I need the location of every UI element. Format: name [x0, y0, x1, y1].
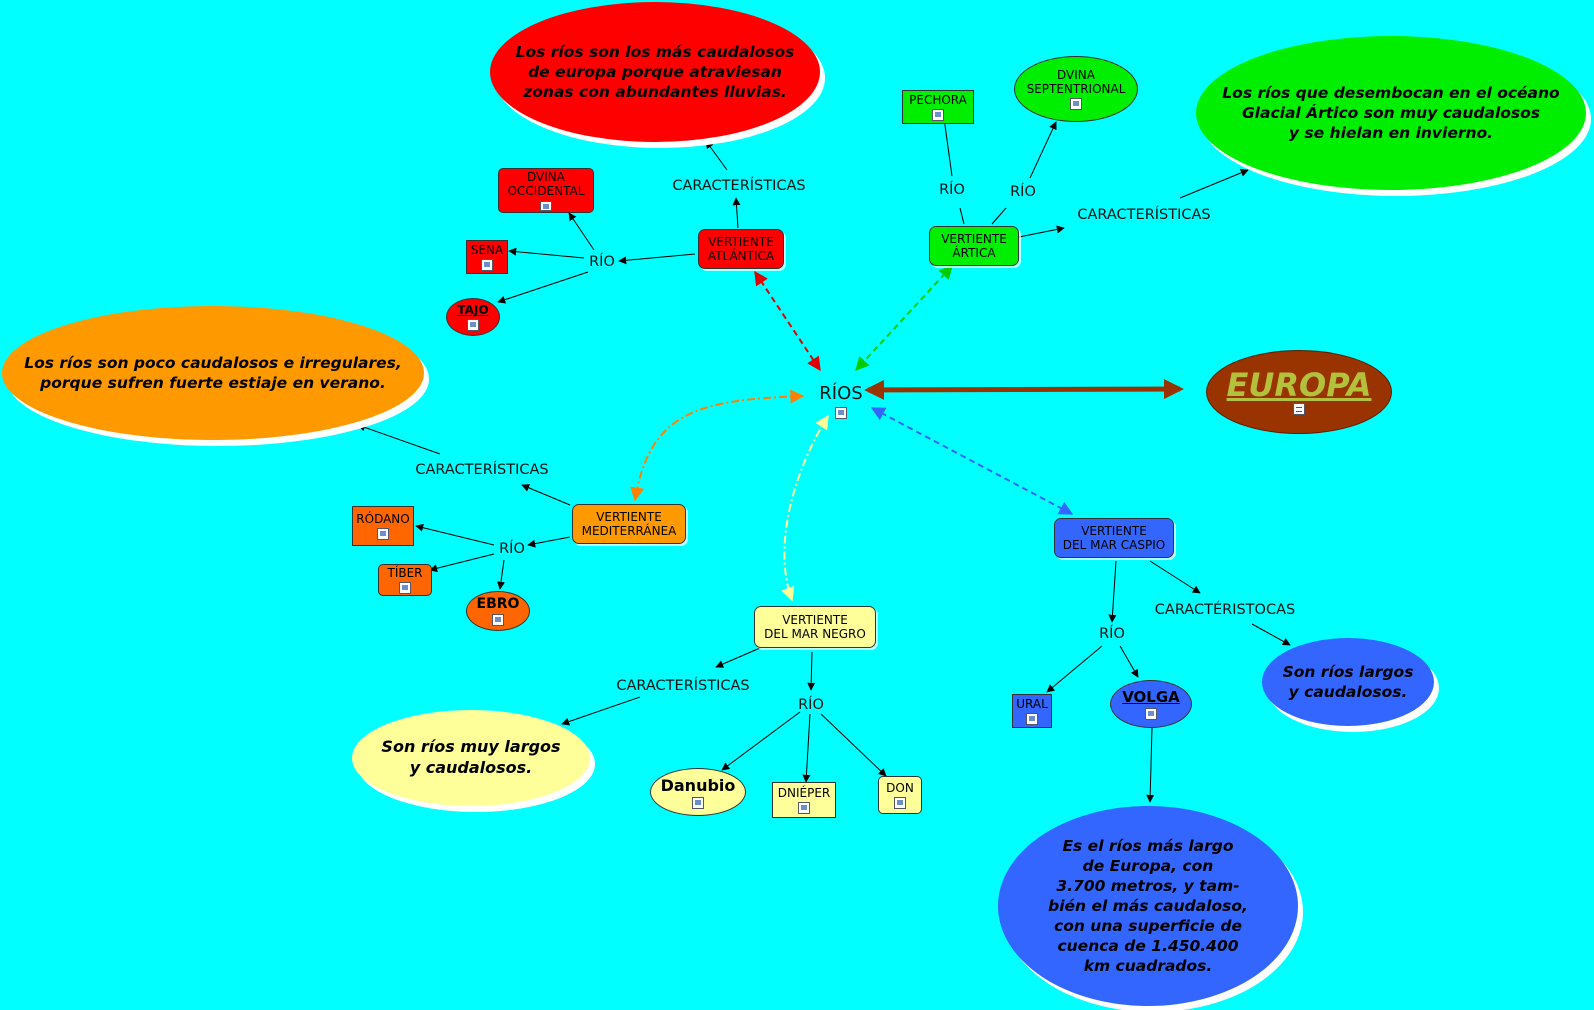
mediterranea-rio-text: RÍO	[499, 541, 525, 558]
negro-description-text: Son ríos muy largos y caudalosos.	[381, 737, 561, 777]
river-dvina-septentrional-label: DVINA SEPTENTRIONAL	[1026, 67, 1126, 96]
river-dvina-occidental-label: DVINA OCCIDENTAL	[507, 170, 585, 199]
image-icon[interactable]	[540, 200, 552, 211]
river-volga-label: VOLGA	[1122, 688, 1180, 706]
atlantica-caracteristicas-label: CARACTERÍSTICAS	[660, 176, 818, 198]
image-icon[interactable]	[492, 614, 504, 626]
europa-title: EUROPA	[1226, 366, 1372, 404]
atlantica-caracteristicas-text: CARACTERÍSTICAS	[672, 178, 806, 195]
negro-rio-label: RÍO	[793, 695, 829, 717]
mediterranea-description-bubble: Los ríos son poco caudalosos e irregular…	[2, 306, 424, 440]
atlantica-rio-label: RÍO	[584, 252, 620, 274]
river-ural[interactable]: URAL	[1012, 694, 1052, 728]
vertiente-mediterranea-label: VERTIENTE MEDITERRÁNEA	[581, 509, 677, 538]
rios-title: RÍOS	[819, 383, 863, 405]
river-tiber[interactable]: TÍBER	[378, 564, 432, 596]
river-sena[interactable]: SENA	[466, 240, 508, 274]
artica-caracteristicas-label: CARACTERÍSTICAS	[1064, 205, 1224, 227]
river-sena-label: SENA	[470, 242, 504, 257]
image-icon[interactable]	[1070, 98, 1082, 111]
river-ebro-label: EBRO	[476, 596, 520, 612]
artica-description-text: Los ríos que desembocan en el océano Gla…	[1222, 83, 1560, 143]
volga-description-bubble: Es el ríos más largo de Europa, con 3.70…	[998, 806, 1298, 1006]
atlantica-rio-text: RÍO	[589, 254, 615, 271]
image-icon[interactable]	[894, 797, 906, 810]
vertiente-artica-node[interactable]: VERTIENTE ÁRTICA	[929, 226, 1019, 266]
artica-rio-text-1: RÍO	[939, 182, 965, 199]
atlantica-description-text: Los ríos son los más caudalosos de europ…	[515, 42, 795, 102]
negro-caracteristicas-text: CARACTERÍSTICAS	[616, 678, 750, 695]
vertiente-mar-caspio-label: VERTIENTE DEL MAR CASPIO	[1062, 523, 1166, 552]
mediterranea-rio-label: RÍO	[494, 539, 530, 561]
artica-rio-label-2: RÍO	[1005, 182, 1041, 204]
river-dvina-septentrional[interactable]: DVINA SEPTENTRIONAL	[1014, 56, 1138, 122]
mediterranea-caracteristicas-label: CARACTERÍSTICAS	[402, 460, 562, 482]
vertiente-mar-negro-label: VERTIENTE DEL MAR NEGRO	[764, 612, 866, 641]
river-rodano[interactable]: RÓDANO	[352, 506, 414, 546]
artica-caracteristicas-text: CARACTERÍSTICAS	[1077, 207, 1211, 224]
image-icon[interactable]	[692, 796, 704, 809]
document-icon[interactable]	[1293, 403, 1305, 415]
caspio-rio-text: RÍO	[1099, 626, 1125, 643]
river-rodano-label: RÓDANO	[356, 511, 410, 526]
river-danubio[interactable]: Danubio	[650, 768, 746, 816]
vertiente-atlantica-label: VERTIENTE ATLÁNTICA	[707, 234, 775, 263]
negro-rio-text: RÍO	[798, 697, 824, 714]
mediterranea-caracteristicas-text: CARACTERÍSTICAS	[415, 462, 549, 479]
river-don-label: DON	[886, 780, 914, 795]
image-icon[interactable]	[798, 802, 810, 815]
image-icon[interactable]	[1145, 708, 1157, 720]
river-pechora[interactable]: PECHORA	[902, 90, 974, 124]
artica-description-bubble: Los ríos que desembocan en el océano Gla…	[1196, 36, 1586, 190]
atlantica-description-bubble: Los ríos son los más caudalosos de europ…	[490, 2, 820, 142]
caspio-description-bubble: Son ríos largos y caudalosos.	[1262, 638, 1434, 726]
river-pechora-label: PECHORA	[909, 92, 967, 107]
caspio-rio-label: RÍO	[1094, 624, 1130, 646]
volga-description-text: Es el ríos más largo de Europa, con 3.70…	[1048, 836, 1248, 976]
rios-center-node[interactable]: RÍOS	[806, 376, 876, 426]
image-icon[interactable]	[377, 528, 389, 541]
europa-node[interactable]: EUROPA	[1206, 350, 1392, 434]
river-dvina-occidental[interactable]: DVINA OCCIDENTAL	[498, 168, 594, 213]
negro-description-bubble: Son ríos muy largos y caudalosos.	[352, 710, 590, 806]
image-icon[interactable]	[932, 109, 944, 122]
river-danubio-label: Danubio	[660, 775, 736, 795]
river-volga[interactable]: VOLGA	[1110, 680, 1192, 728]
vertiente-mar-caspio-node[interactable]: VERTIENTE DEL MAR CASPIO	[1054, 518, 1174, 558]
image-icon[interactable]	[481, 259, 493, 272]
mediterranea-description-text: Los ríos son poco caudalosos e irregular…	[24, 353, 402, 392]
river-tajo[interactable]: TAJO	[446, 298, 500, 336]
caspio-description-text: Son ríos largos y caudalosos.	[1282, 662, 1414, 701]
vertiente-artica-label: VERTIENTE ÁRTICA	[941, 231, 1007, 260]
river-dnieper[interactable]: DNIÉPER	[772, 782, 836, 818]
vertiente-mar-negro-node[interactable]: VERTIENTE DEL MAR NEGRO	[754, 606, 876, 648]
vertiente-atlantica-node[interactable]: VERTIENTE ATLÁNTICA	[698, 229, 784, 269]
river-tiber-label: TÍBER	[387, 566, 423, 580]
river-tajo-label: TAJO	[457, 303, 489, 317]
artica-rio-label-1: RÍO	[934, 180, 970, 202]
river-don[interactable]: DON	[878, 776, 922, 814]
river-ebro[interactable]: EBRO	[466, 591, 530, 631]
image-icon[interactable]	[1026, 713, 1038, 726]
negro-caracteristicas-label: CARACTERÍSTICAS	[600, 676, 766, 698]
image-icon[interactable]	[835, 406, 847, 419]
vertiente-mediterranea-node[interactable]: VERTIENTE MEDITERRÁNEA	[572, 504, 686, 544]
image-icon[interactable]	[467, 319, 479, 331]
river-dnieper-label: DNIÉPER	[777, 785, 831, 800]
river-ural-label: URAL	[1016, 696, 1048, 711]
caspio-caracteristicas-text: CARACTÉRISTOCAS	[1154, 602, 1296, 619]
image-icon[interactable]	[399, 582, 411, 594]
caspio-caracteristicas-label: CARACTÉRISTOCAS	[1150, 600, 1300, 622]
artica-rio-text-2: RÍO	[1010, 184, 1036, 201]
